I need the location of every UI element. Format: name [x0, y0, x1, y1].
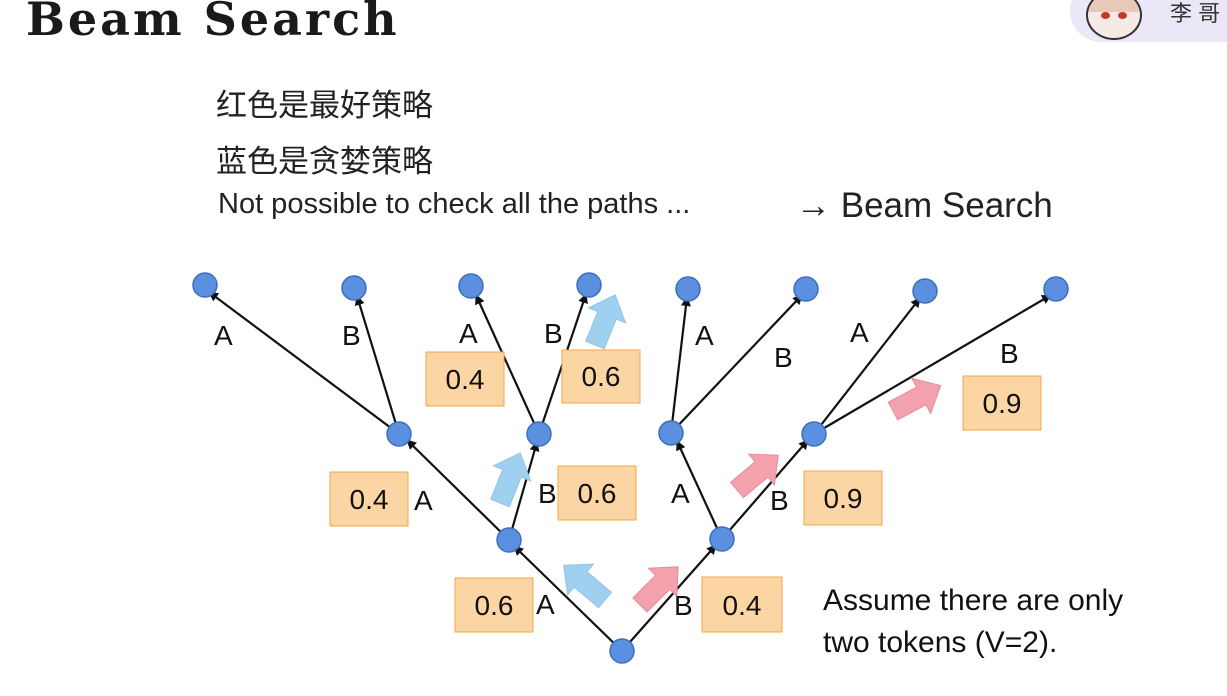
- assumption-line-1: Assume there are only: [823, 584, 1124, 617]
- edge-ba-baa: [669, 296, 691, 434]
- tree-node-leaf: [1043, 276, 1069, 302]
- probability-box: 0.6: [557, 465, 637, 521]
- tree-node-leaf: [341, 275, 367, 301]
- probability-value: 0.4: [446, 364, 485, 395]
- edge-label: A: [536, 589, 555, 620]
- edge-aa-aab: [354, 295, 401, 435]
- blue-arrow-icon: [490, 452, 532, 508]
- edge-aa-aaa: [208, 291, 400, 435]
- edge-ab-aba: [474, 294, 541, 435]
- red-arrow-icon: [887, 377, 942, 421]
- edge-a-ab: [507, 441, 540, 541]
- probability-boxes: 0.6 0.4 0.4 0.6 0.9 0.4 0.6 0.9: [329, 349, 1042, 633]
- author-name: 李 哥: [1170, 1, 1221, 26]
- avatar-hair: [1088, 0, 1140, 12]
- red-legend-text: 红色是最好策略: [216, 88, 433, 124]
- tree-node-aa: [386, 421, 412, 447]
- tree-node-b: [709, 526, 735, 552]
- edge-label: B: [342, 320, 361, 351]
- probability-box: 0.6: [561, 349, 641, 404]
- avatar: [1086, 0, 1142, 40]
- assumption-text: Assume there are only two tokens (V=2).: [823, 580, 1123, 664]
- edge-label: A: [671, 478, 690, 509]
- probability-value: 0.6: [578, 478, 617, 509]
- tree-node-a: [496, 527, 522, 553]
- edge-label: A: [695, 320, 714, 351]
- statement-text: Not possible to check all the paths ...: [218, 188, 691, 220]
- edge-b-ba: [676, 440, 723, 540]
- probability-box: 0.4: [329, 471, 409, 527]
- probability-value: 0.6: [475, 590, 514, 621]
- edge-label: A: [459, 318, 478, 349]
- edge-root-b: [621, 544, 717, 652]
- probability-value: 0.4: [350, 484, 389, 515]
- tree-node-leaf: [192, 272, 218, 298]
- edge-bb-bbb: [813, 294, 1052, 435]
- assumption-line-2: two tokens (V=2).: [823, 626, 1058, 659]
- beam-search-arrow-text: → Beam Search: [796, 186, 1053, 225]
- edge-label: B: [674, 590, 693, 621]
- probability-value: 0.9: [824, 483, 863, 514]
- path-arrows: [490, 294, 942, 613]
- tree-nodes: [192, 272, 1069, 664]
- probability-box: 0.4: [425, 351, 505, 407]
- edge-label: B: [1000, 338, 1019, 369]
- edge-label: B: [770, 485, 789, 516]
- tree-edges: [208, 291, 1052, 652]
- edge-label: A: [214, 320, 233, 351]
- edge-root-a: [513, 545, 623, 652]
- tree-node-ab: [526, 421, 552, 447]
- edge-label: B: [538, 478, 557, 509]
- avatar-eye-right: [1118, 12, 1127, 19]
- tree-node-leaf: [458, 273, 484, 299]
- tree-node-leaf: [675, 276, 701, 302]
- probability-box: 0.6: [454, 577, 534, 633]
- tree-node-bb: [801, 421, 827, 447]
- red-arrow-icon: [729, 453, 779, 499]
- probability-value: 0.6: [582, 361, 621, 392]
- blue-legend-text: 蓝色是贪婪策略: [216, 144, 433, 180]
- tree-node-root: [609, 638, 635, 664]
- tree-node-leaf: [576, 272, 602, 298]
- probability-box: 0.9: [962, 375, 1042, 431]
- edge-label: B: [544, 318, 563, 349]
- edge-b-bb: [721, 439, 809, 540]
- probability-box: 0.9: [803, 470, 883, 526]
- edge-label: B: [774, 342, 793, 373]
- edge-a-aa: [406, 439, 510, 541]
- tree-node-leaf: [912, 278, 938, 304]
- blue-arrow-icon: [563, 563, 613, 609]
- edge-ba-bab: [670, 294, 803, 434]
- edge-label: A: [850, 317, 869, 348]
- blue-arrow-icon: [585, 294, 627, 350]
- tree-node-ba: [658, 420, 684, 446]
- edge-bb-bba: [813, 297, 921, 435]
- probability-value: 0.9: [983, 388, 1022, 419]
- avatar-eye-left: [1101, 12, 1110, 19]
- page-title: Beam Search: [26, 0, 400, 46]
- probability-box: 0.4: [701, 576, 783, 633]
- red-arrow-icon: [632, 566, 679, 613]
- edge-label: A: [414, 485, 433, 516]
- edge-labels: A B A B A B A B A B A B A B: [214, 317, 1019, 621]
- probability-value: 0.4: [723, 590, 762, 621]
- tree-node-leaf: [793, 276, 819, 302]
